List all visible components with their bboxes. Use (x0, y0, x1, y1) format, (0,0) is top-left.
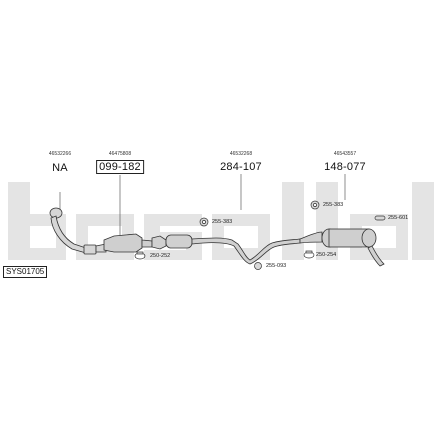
catalytic-converter (103, 233, 153, 253)
accessory-label: 255-093 (266, 263, 287, 269)
oe-number-label: 46532268 (229, 151, 253, 157)
oe-number-label: 46543557 (333, 151, 357, 157)
part-number-label: 284-107 (220, 161, 262, 173)
middle-section (151, 234, 301, 265)
accessory-label: 255-601 (388, 215, 409, 221)
accessory-icons (134, 200, 386, 270)
rear-silencer (299, 228, 385, 267)
leader-lines (59, 174, 346, 236)
oe-number-label: 46475808 (108, 151, 132, 157)
part-number-label: 148-077 (324, 161, 366, 173)
part-number-label: 099-182 (96, 160, 144, 174)
part-number-label: NA (52, 162, 68, 174)
accessory-label: 250-254 (316, 252, 337, 258)
system-code: SYS01705 (3, 266, 48, 278)
accessory-label: 250-252 (150, 253, 171, 259)
front-pipe (49, 207, 107, 255)
accessory-label: 255-383 (323, 202, 344, 208)
accessory-label: 255-383 (212, 219, 233, 225)
oe-number-label: 46532266 (48, 151, 72, 157)
